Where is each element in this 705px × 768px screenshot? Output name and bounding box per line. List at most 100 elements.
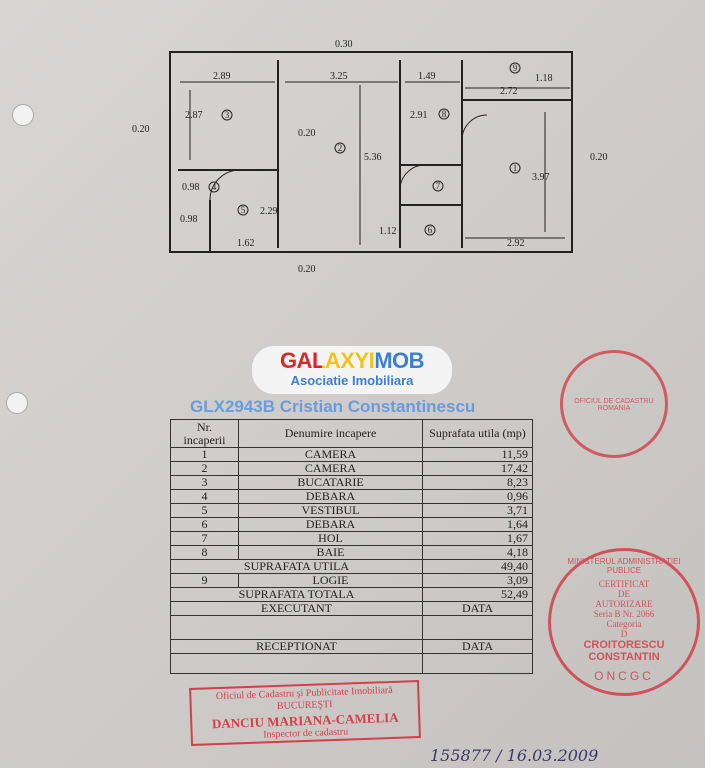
cell-name: DEBARA [238, 489, 423, 504]
stamp-line: CERTIFICAT [598, 579, 650, 589]
receptionat-blank [170, 653, 423, 674]
receptionat-label: RECEPTIONAT [170, 639, 423, 654]
watermark-text: GLX2943B Cristian Constantinescu [190, 397, 476, 416]
cell-name: CAMERA [238, 461, 423, 476]
stamp-line: Seria B Nr. 2066 [593, 609, 655, 619]
galaxyimob-logo: GALAXYIMOB Asociatie Imobiliara [252, 346, 452, 394]
data-label: DATA [422, 639, 533, 654]
room-label: 9 [513, 63, 518, 73]
totala-value: 52,49 [422, 587, 533, 602]
dim-label: 2.87 [185, 110, 203, 121]
dim-label: 1.49 [418, 71, 436, 82]
executant-blank [170, 615, 423, 640]
floor-plan: 3 2 4 5 1 6 7 8 9 0.30 2.89 3.25 1.49 1.… [132, 39, 608, 275]
dim-label: 2.89 [213, 71, 231, 82]
room-label: 1 [513, 163, 518, 173]
dim-label: 1.62 [237, 238, 255, 249]
logo-subtitle: Asociatie Imobiliara [290, 373, 414, 388]
punch-hole [12, 104, 34, 126]
dim-label: 2.91 [410, 110, 428, 121]
cell-name: CAMERA [238, 447, 423, 462]
room-label: 7 [436, 181, 441, 191]
cell-area: 4,18 [422, 545, 533, 560]
header-name: Denumire incapere [238, 419, 423, 448]
cell-area: 8,23 [422, 475, 533, 490]
handwritten-number: 155877 / 16.03.2009 [430, 746, 599, 765]
dim-label: 0.98 [180, 214, 198, 225]
dim-label: 2.29 [260, 206, 278, 217]
cell-area: 1,67 [422, 531, 533, 546]
dim-label: 0.20 [298, 128, 316, 139]
outer-wall [169, 51, 573, 253]
cell-name: HOL [238, 531, 423, 546]
stamp-line: D [620, 629, 628, 639]
data-blank [422, 653, 533, 674]
dim-label: 0.30 [335, 39, 353, 50]
dim-label: 0.20 [132, 124, 150, 135]
cell-nr: 8 [170, 545, 239, 560]
data-blank [422, 615, 533, 640]
cell-name: DEBARA [238, 517, 423, 532]
dim-label: 0.20 [298, 264, 316, 275]
room-label: 3 [225, 110, 230, 120]
cell-name: BAIE [238, 545, 423, 560]
cell-area: 3,71 [422, 503, 533, 518]
cell-nr: 9 [170, 573, 239, 588]
stamp-line: Categoria [606, 619, 642, 629]
cell-nr: 3 [170, 475, 239, 490]
dim-label: 5.36 [364, 152, 382, 163]
stamp-name: CONSTANTIN [588, 651, 660, 663]
cell-name: BUCATARIE [238, 475, 423, 490]
punch-hole [6, 392, 28, 414]
cell-area: 11,59 [422, 447, 533, 462]
utila-label: SUPRAFATA UTILA [170, 559, 423, 574]
data-label: DATA [422, 601, 533, 616]
cell-area: 17,42 [422, 461, 533, 476]
dim-label: 0.98 [182, 182, 200, 193]
stamp-ocpi: Oficiul de Cadastru şi Publicitate Imobi… [189, 680, 421, 746]
stamp-top-right: OFICIUL DE CADASTRU ROMANIA [560, 350, 668, 458]
dim-label: 3.25 [330, 71, 348, 82]
header-nr: Nr. incaperii [170, 419, 239, 448]
header-area: Suprafata utila (mp) [422, 419, 533, 448]
cell-nr: 5 [170, 503, 239, 518]
dim-label: 1.12 [379, 226, 397, 237]
cell-nr: 6 [170, 517, 239, 532]
cell-name: VESTIBUL [238, 503, 423, 518]
cell-area: 0,96 [422, 489, 533, 504]
stamp-line: AUTORIZARE [595, 599, 653, 609]
stamp-top-text: OFICIUL DE CADASTRU ROMANIA [574, 398, 654, 412]
cell-name: LOGIE [238, 573, 423, 588]
cell-nr: 7 [170, 531, 239, 546]
logo-brand: GALAXYIMOB [252, 348, 452, 374]
room-label: 5 [241, 205, 246, 215]
cell-nr: 4 [170, 489, 239, 504]
utila-value: 49,40 [422, 559, 533, 574]
room-label: 6 [428, 225, 433, 235]
cell-area: 1,64 [422, 517, 533, 532]
dim-label: 0.20 [590, 152, 608, 163]
stamp-ring-text: MINISTERUL ADMINISTRATIEI PUBLICE [567, 557, 681, 575]
room-label: 2 [338, 143, 343, 153]
dim-label: 1.18 [535, 73, 553, 84]
cell-nr: 1 [170, 447, 239, 462]
dim-label: 2.92 [507, 238, 525, 249]
stamp-bottom-text: ONCGC [594, 669, 654, 683]
room-label: 8 [442, 109, 447, 119]
cell-nr: 2 [170, 461, 239, 476]
dim-label: 2.72 [500, 86, 518, 97]
stamp-line: DE [618, 589, 630, 599]
totala-label: SUPRAFATA TOTALA [170, 587, 423, 602]
